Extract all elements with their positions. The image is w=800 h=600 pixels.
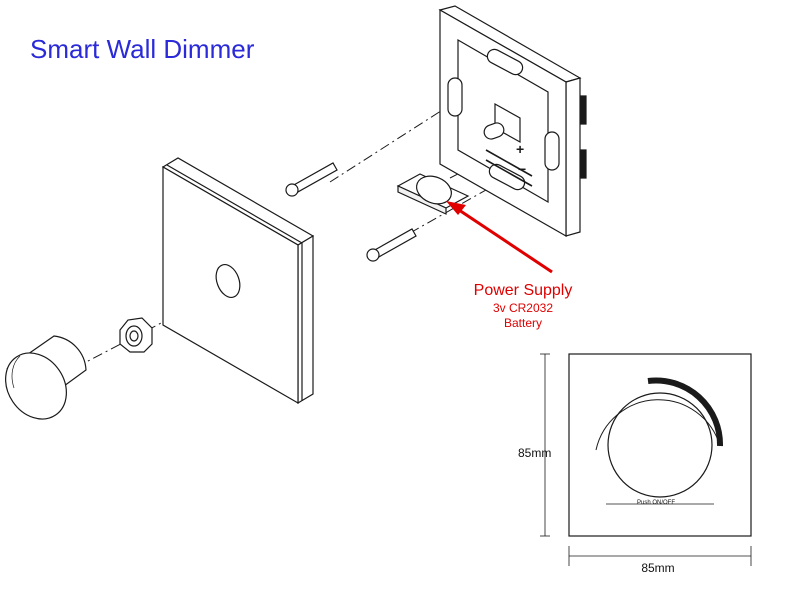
height-dimension-label: 85mm <box>518 446 552 460</box>
width-dimension-label: 85mm <box>641 561 675 575</box>
svg-text:−: − <box>518 161 526 177</box>
power-supply-arrow <box>446 201 553 274</box>
battery-type-label: 3v CR2032 <box>492 301 554 315</box>
diagram-title: Smart Wall Dimmer <box>30 34 255 64</box>
hex-nut <box>119 317 153 353</box>
mounting-screw-upper <box>285 162 338 197</box>
push-button-label: Push ON/OFF <box>636 500 675 506</box>
battery-word-label: Battery <box>503 316 542 330</box>
svg-text:+: + <box>516 141 524 157</box>
mounting-screw-lower <box>366 228 417 262</box>
battery-holder <box>396 173 470 215</box>
dimmer-knob <box>5 335 87 420</box>
power-supply-label: Power Supply <box>473 282 573 299</box>
mounting-frame: + − <box>438 5 587 238</box>
cover-plate <box>161 157 315 405</box>
front-view <box>540 353 752 566</box>
